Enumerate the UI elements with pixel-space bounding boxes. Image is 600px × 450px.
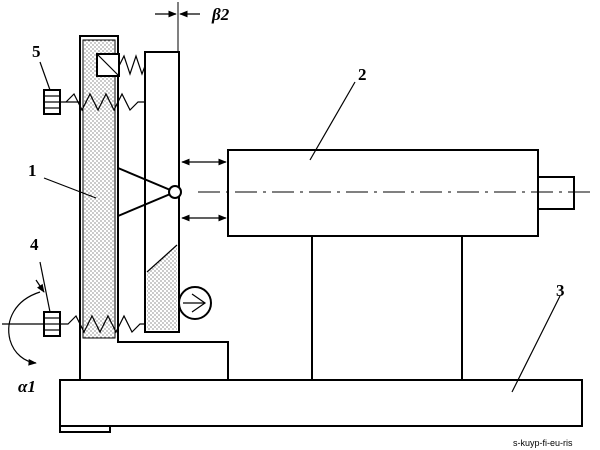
label-unit-2: 2 xyxy=(358,65,367,84)
frame-l-bracket xyxy=(79,35,229,381)
pivot-bracket xyxy=(117,167,182,217)
label-screw-5: 5 xyxy=(32,42,41,61)
knurled-screw-icon xyxy=(43,89,80,115)
base-plate xyxy=(59,379,583,433)
unit-body xyxy=(227,149,575,237)
upper-spring-box xyxy=(96,53,146,77)
label-screw-4: 4 xyxy=(30,235,39,254)
lower-spring xyxy=(60,314,145,334)
dial-gauge-icon xyxy=(178,286,212,320)
label-plate-1: 1 xyxy=(28,161,37,180)
double-headed-arrow-icon xyxy=(181,158,227,222)
label-beta-2: β2 xyxy=(211,5,230,24)
figure-caption: s-kuyp-fi-eu-ris xyxy=(513,438,573,448)
curved-rotation-arrow-icon xyxy=(2,279,45,366)
zigzag-spring-icon xyxy=(65,92,145,112)
leader-lines xyxy=(39,61,561,393)
label-alpha-1: α1 xyxy=(18,377,36,396)
pivot-icon xyxy=(168,185,182,199)
pedestal xyxy=(311,235,463,381)
label-base-3: 3 xyxy=(556,281,565,300)
lower-knurled-screw xyxy=(43,311,61,337)
vertical-plate xyxy=(82,39,116,339)
